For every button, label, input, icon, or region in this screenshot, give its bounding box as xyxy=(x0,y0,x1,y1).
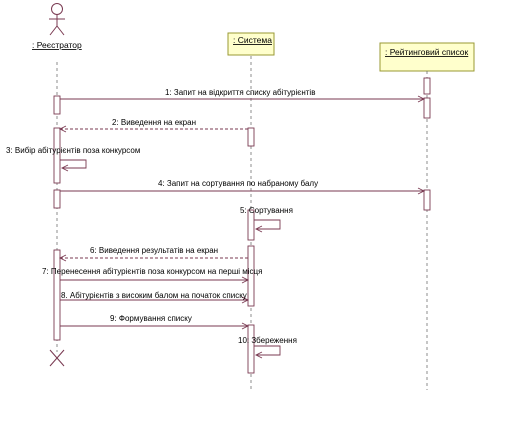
message-6: 6: Виведення результатів на екран xyxy=(58,246,248,262)
message-2-label: 2: Виведення на екран xyxy=(112,118,196,127)
message-5-label: 5: Сортування xyxy=(240,206,293,215)
participant-ranking-box xyxy=(379,42,475,72)
message-10: 10: Збереження xyxy=(238,336,297,359)
registrar-activation-3 xyxy=(53,189,61,209)
system-activation-4 xyxy=(247,324,255,374)
ranking-activation-2 xyxy=(423,97,431,119)
ranking-activation-1 xyxy=(423,77,431,95)
destroy-x-icon xyxy=(49,349,65,367)
participant-system-box xyxy=(227,32,275,56)
message-9-label: 9: Формування списку xyxy=(110,314,192,323)
message-5: 5: Сортування xyxy=(240,206,293,233)
system-activation-3 xyxy=(247,245,255,307)
activation-bars xyxy=(53,77,431,374)
message-8: 8. Абітурієнтів з високим балом на почат… xyxy=(60,291,250,304)
message-7: 7: Перенесення абітурієнтів поза конкурс… xyxy=(42,267,262,284)
registrar-activation-4 xyxy=(53,249,61,341)
message-3-label: 3: Вибір абітурієнтів поза конкурсом xyxy=(6,146,140,155)
message-6-label: 6: Виведення результатів на екран xyxy=(90,246,218,255)
message-10-label: 10: Збереження xyxy=(238,336,297,345)
message-9: 9: Формування списку xyxy=(60,314,250,330)
system-activation-1 xyxy=(247,127,255,147)
message-7-label: 7: Перенесення абітурієнтів поза конкурс… xyxy=(42,267,262,276)
registrar-activation-1 xyxy=(53,95,61,115)
ranking-activation-3 xyxy=(423,189,431,211)
message-2: 2: Виведення на екран xyxy=(58,118,248,133)
participant-ranking-label: : Рейтинговий список xyxy=(385,47,469,57)
message-4: 4: Запит на сортування по набраному балу xyxy=(60,179,426,195)
participant-registrar-label: : Реєстратор xyxy=(32,40,82,50)
registrar-activation-2 xyxy=(53,127,61,184)
message-1-label: 1: Запит на відкриття списку абітурієнті… xyxy=(165,88,315,97)
system-activation-2 xyxy=(247,209,255,241)
registrar-actor-icon xyxy=(49,3,65,36)
message-4-label: 4: Запит на сортування по набраному балу xyxy=(158,179,318,188)
message-3: 3: Вибір абітурієнтів поза конкурсом xyxy=(6,146,140,172)
message-1: 1: Запит на відкриття списку абітурієнті… xyxy=(60,88,426,103)
participant-system-label: : Система xyxy=(233,35,272,45)
message-8-label: 8. Абітурієнтів з високим балом на почат… xyxy=(61,291,247,300)
